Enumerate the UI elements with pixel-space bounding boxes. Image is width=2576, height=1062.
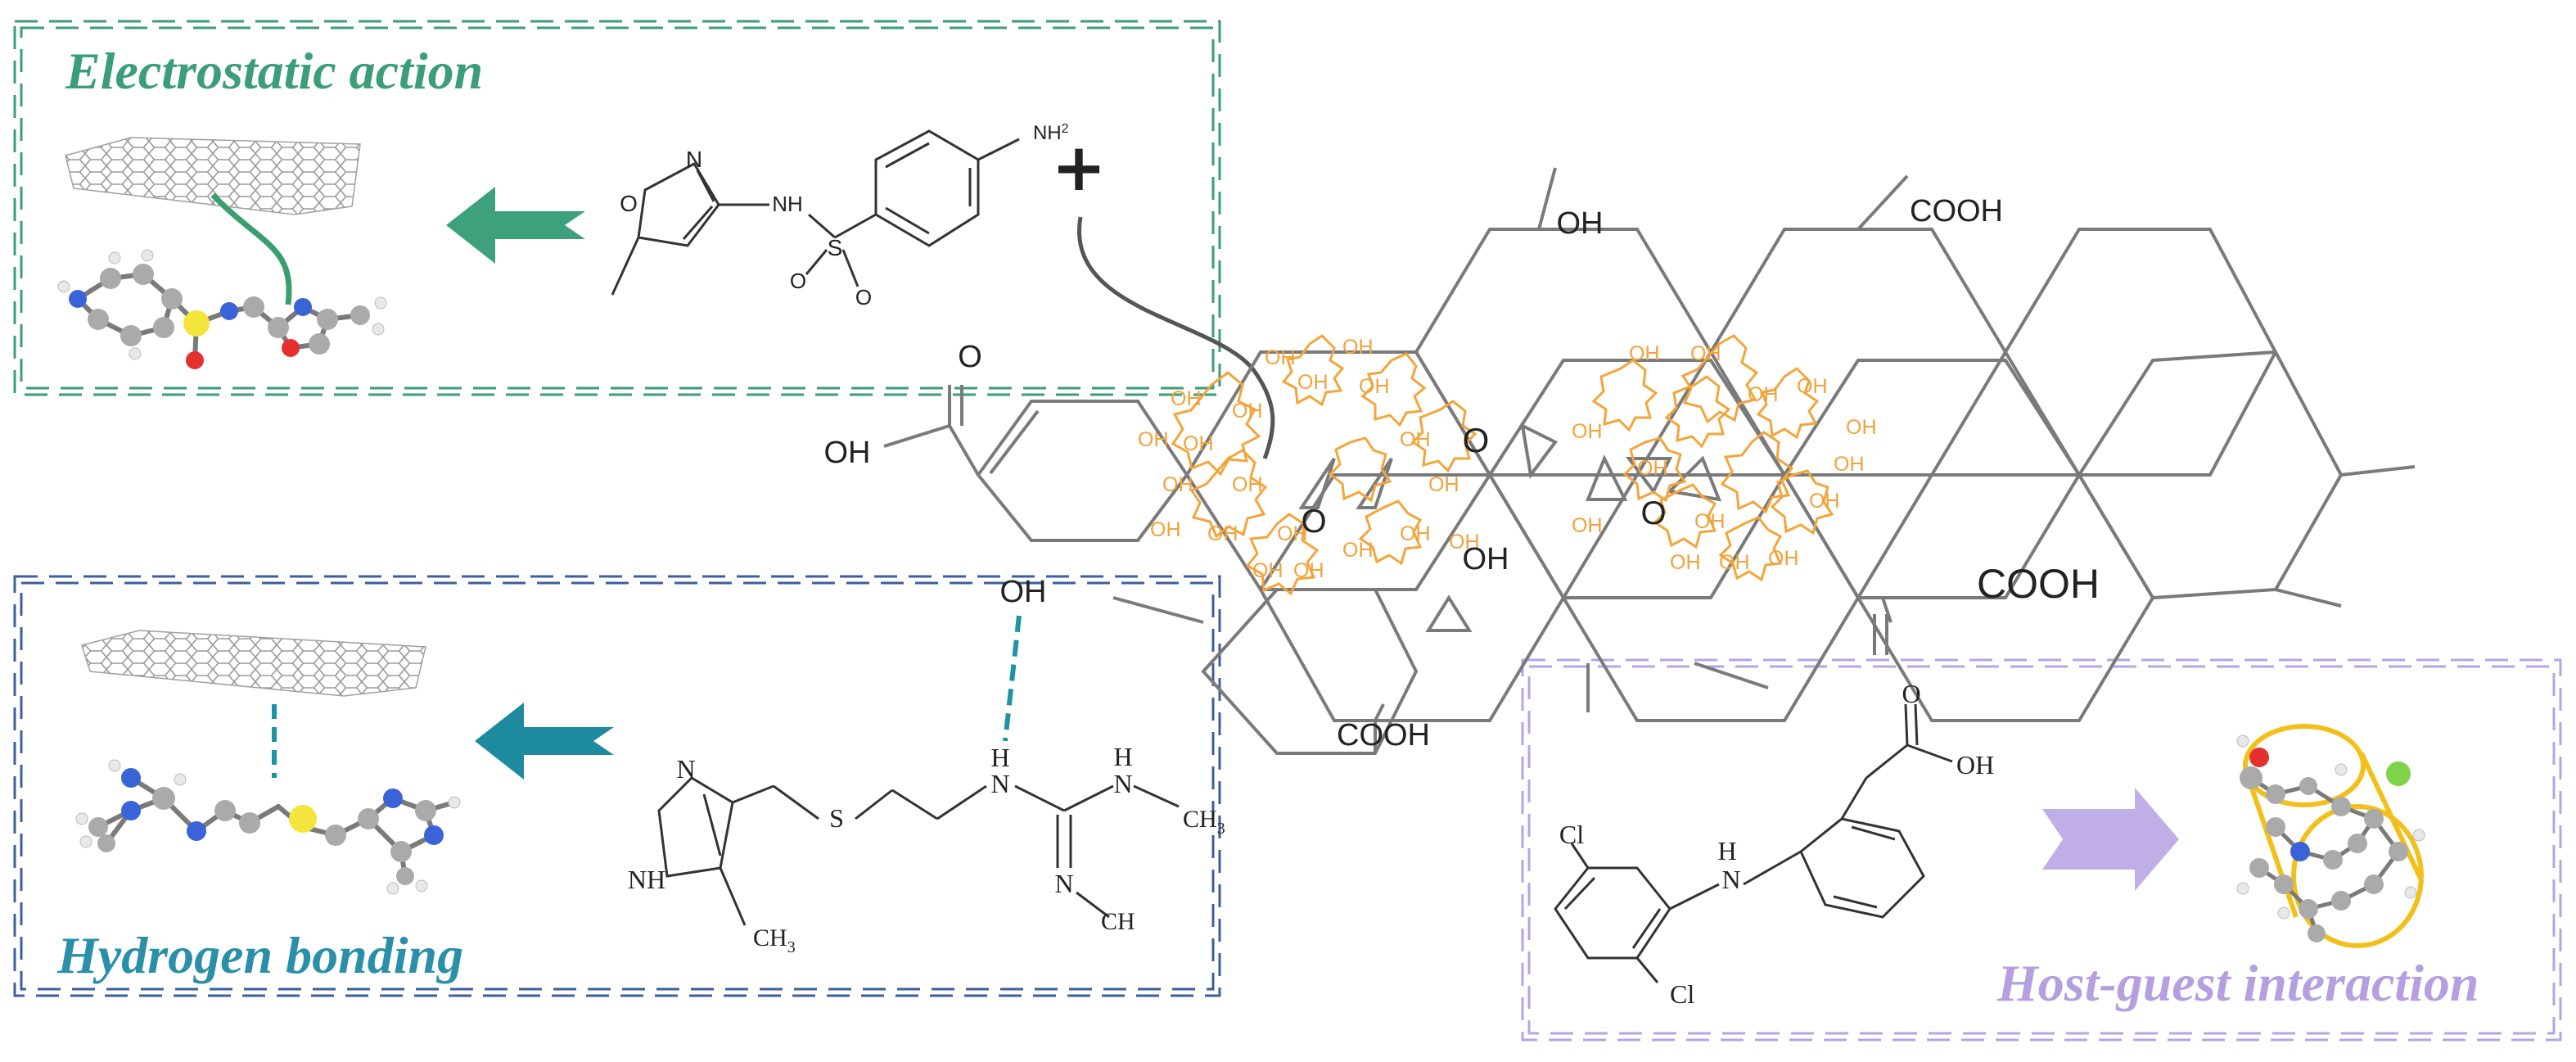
diclofenac-h: H: [1717, 836, 1736, 865]
svg-text:OH: OH: [1834, 453, 1865, 476]
cimetidine-ch3-right: CH3: [1183, 806, 1225, 838]
electrostatic-panel-frame: [13, 20, 1221, 396]
diclofenac-structure: [1554, 703, 1953, 983]
svg-text:OH: OH: [1293, 559, 1324, 582]
cimetidine-ch3-ring: CH3: [753, 924, 796, 956]
svg-text:OH: OH: [1400, 428, 1431, 451]
cimetidine-h-mid: H: [990, 743, 1009, 772]
cimetidine-n-bottom: N: [1054, 869, 1073, 898]
svg-text:OH: OH: [1232, 400, 1263, 423]
hbond-structure-line: [1003, 615, 1022, 742]
smx-ring-o: O: [620, 191, 638, 216]
svg-text:OH: OH: [1342, 336, 1374, 359]
hydrogen-title: Hydrogen bonding: [56, 926, 463, 984]
cyclodextrin-cone-model: [2236, 724, 2425, 948]
svg-text:OH: OH: [1694, 510, 1726, 533]
go-oh-top: OH: [1557, 206, 1604, 241]
cimetidine-oh-top: OH: [1000, 575, 1047, 609]
cimetidine-nh-ring: NH: [628, 865, 665, 894]
diclofenac-cl-bottom: Cl: [1670, 979, 1694, 1009]
graphene-sheet-top: [65, 137, 361, 215]
smx-nh2: NH2: [1033, 122, 1069, 144]
go-cooh-top-right: COOH: [1910, 194, 2003, 228]
svg-text:OH: OH: [1846, 416, 1877, 439]
diclofenac-o: O: [1902, 679, 1920, 708]
smx-ring-n: N: [686, 147, 702, 172]
graphene-sheet-bottom: [81, 630, 426, 697]
diclofenac-n: N: [1721, 865, 1740, 894]
cimetidine-ball-stick-model: [75, 759, 461, 895]
svg-text:OH: OH: [1449, 531, 1480, 554]
svg-text:OH: OH: [1690, 342, 1721, 365]
electrostatic-curve: [1076, 216, 1275, 459]
hydrogen-panel-frame: [13, 575, 1221, 997]
go-o-left: O: [958, 340, 982, 374]
svg-text:OH: OH: [1768, 547, 1799, 570]
positive-charge-sign: +: [1051, 129, 1106, 206]
cimetidine-ch-bottom: CH: [1101, 908, 1135, 935]
go-cooh-bottom: COOH: [1337, 718, 1430, 752]
smx-s: S: [828, 235, 843, 260]
hydrogen-arrow: [475, 703, 614, 780]
svg-text:OH: OH: [1252, 559, 1283, 582]
go-cooh-right: COOH: [1977, 561, 2100, 607]
electrostatic-link-line: [210, 192, 292, 305]
cimetidine-n-ring: N: [676, 754, 695, 784]
cimetidine-h-right: H: [1113, 742, 1132, 771]
svg-text:OH: OH: [1748, 383, 1779, 406]
svg-text:OH: OH: [1138, 428, 1169, 451]
smx-so-left: O: [790, 269, 806, 293]
cimetidine-s: S: [829, 803, 844, 833]
svg-text:OH: OH: [1359, 375, 1390, 398]
svg-text:OH: OH: [1171, 387, 1202, 410]
smx-nh: NH: [772, 192, 803, 216]
go-oh-center: OH: [1463, 542, 1509, 576]
electrostatic-title: Electrostatic action: [65, 42, 483, 100]
electrostatic-arrow: [446, 187, 585, 264]
sulfamethoxazole-ball-stick-model: [57, 249, 387, 369]
graphene-oxide-structure: [883, 167, 2416, 755]
svg-text:OH: OH: [1207, 522, 1238, 545]
svg-text:OH: OH: [1265, 346, 1296, 369]
svg-text:OH: OH: [1277, 522, 1308, 545]
cimetidine-n-right: N: [1113, 769, 1132, 798]
svg-text:OH: OH: [1572, 514, 1603, 537]
svg-text:OH: OH: [1719, 551, 1750, 574]
svg-text:OH: OH: [1797, 375, 1828, 398]
svg-text:OH: OH: [1670, 551, 1701, 574]
svg-text:OH: OH: [1342, 539, 1374, 562]
cyclodextrin-oh-labels: OH OH OH OH OH OH OH OH OH OH OH OH OH O…: [1138, 336, 1877, 582]
svg-text:OH: OH: [1400, 522, 1431, 545]
svg-text:OH: OH: [1428, 473, 1459, 496]
host-guest-title: Host-guest interaction: [1996, 954, 2479, 1012]
svg-text:OH: OH: [1232, 473, 1263, 496]
svg-text:OH: OH: [1572, 420, 1603, 443]
svg-text:OH: OH: [1162, 473, 1193, 496]
svg-text:OH: OH: [1809, 490, 1840, 513]
diclofenac-oh: OH: [1956, 750, 1994, 780]
svg-text:OH: OH: [1297, 371, 1329, 394]
svg-text:OH: OH: [1150, 518, 1181, 541]
svg-text:OH: OH: [1637, 457, 1668, 480]
svg-text:OH: OH: [1183, 432, 1214, 455]
smx-so-right: O: [855, 285, 872, 310]
go-epoxide-o-1: O: [1463, 421, 1490, 459]
cimetidine-n-mid: N: [990, 769, 1009, 798]
diclofenac-cl-top: Cl: [1559, 820, 1584, 849]
svg-text:OH: OH: [1629, 342, 1660, 365]
host-guest-panel-frame: [1521, 658, 2562, 1042]
cyclodextrin-clusters: [1171, 334, 1834, 596]
sulfamethoxazole-structure: [611, 129, 1020, 296]
go-oh-left: OH: [824, 436, 871, 470]
go-epoxide-o-2: O: [1301, 504, 1326, 540]
cimetidine-structure: [657, 776, 1180, 926]
go-epoxide-o-3: O: [1640, 495, 1666, 531]
host-guest-arrow: [2042, 788, 2179, 891]
